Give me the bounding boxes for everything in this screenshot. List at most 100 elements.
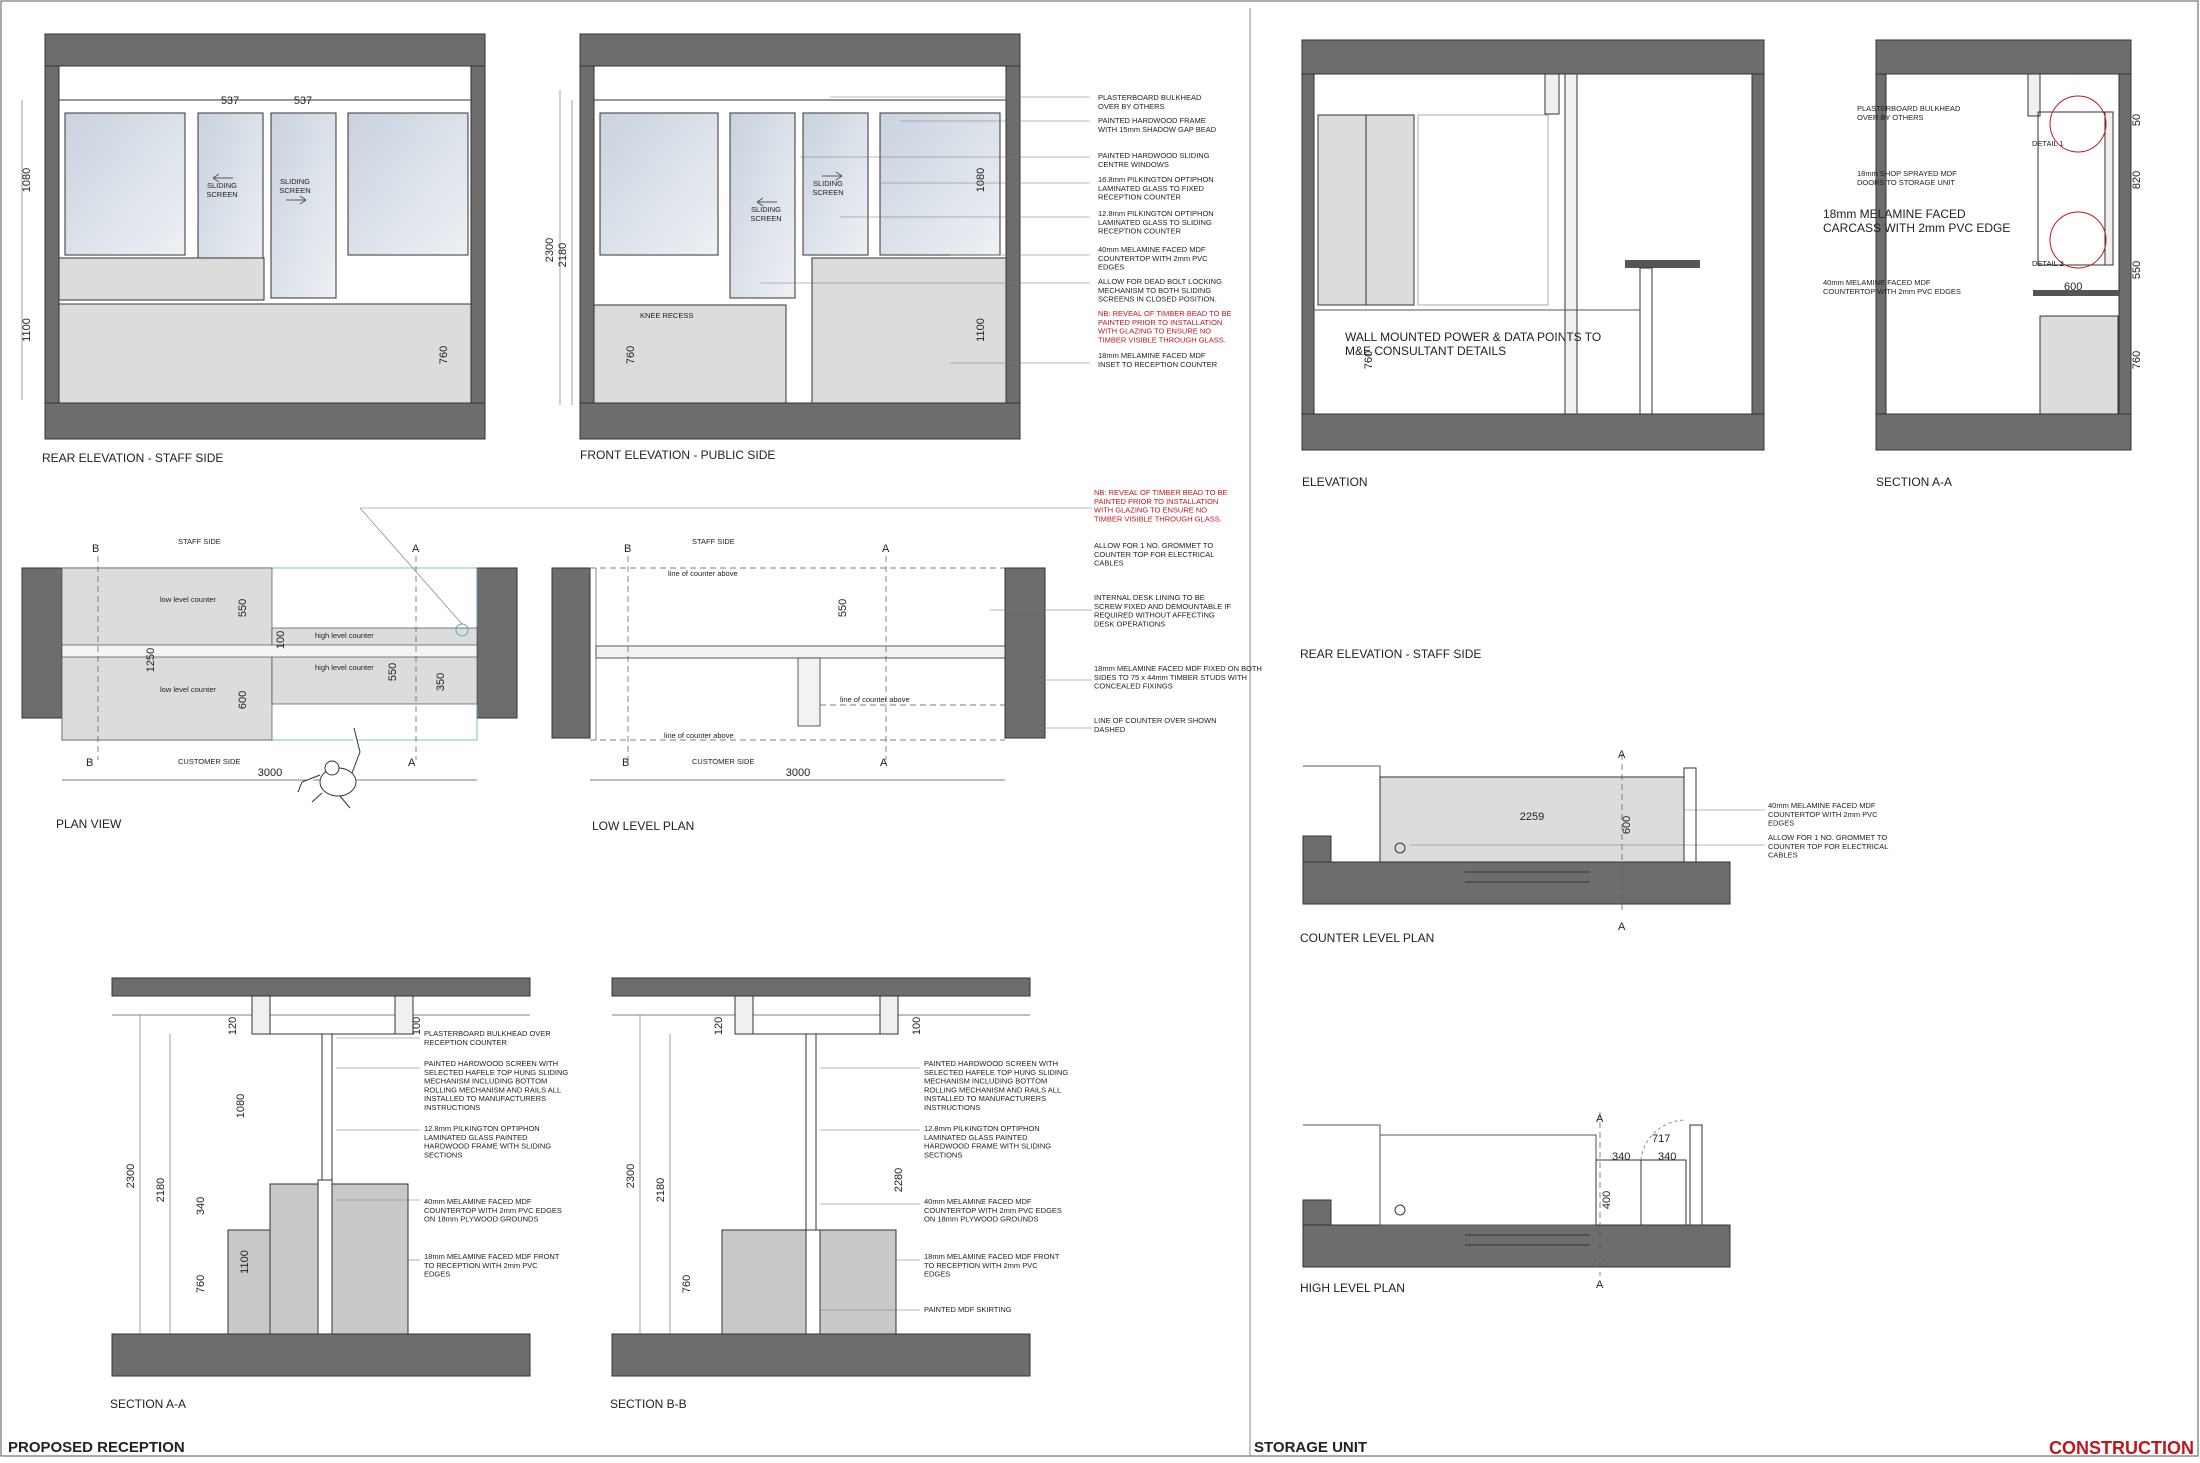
detail-2-circle-icon — [2049, 211, 2107, 269]
rear-glass-3 — [270, 112, 337, 299]
front-bulkhead — [579, 33, 1021, 67]
sbb-bulkhead-left — [734, 995, 754, 1035]
right-arrow-icon — [286, 195, 307, 205]
ssa-detail-1: DETAIL 1 — [2032, 139, 2064, 148]
se-partition — [1564, 73, 1578, 415]
se-floor — [1301, 413, 1765, 451]
front-floor — [579, 402, 1021, 440]
saa-dim-1080: 1080 — [235, 1094, 247, 1118]
se-counter-post — [1639, 267, 1653, 415]
rear-counter-upper — [58, 257, 265, 301]
counter-level-plan-title: COUNTER LEVEL PLAN — [1300, 931, 1434, 945]
front-glass-4 — [879, 112, 1001, 256]
ssa-base-unit — [2039, 315, 2119, 415]
llp-section-b-bottom: B — [622, 757, 629, 769]
hlp-pier — [1302, 1199, 1332, 1226]
hlp-floor-slab — [1302, 1224, 1731, 1268]
storage-rear-title: REAR ELEVATION - STAFF SIDE — [1300, 647, 1481, 661]
sbb-floor — [611, 1333, 1031, 1377]
clp-section-top: A — [1618, 749, 1626, 761]
rear-bulkhead — [44, 33, 486, 67]
rear-glass-4 — [347, 112, 469, 256]
front-elevation-title: FRONT ELEVATION - PUBLIC SIDE — [580, 448, 775, 462]
llp-counter-above-2: line of counter above — [840, 695, 910, 704]
saa-dim-1100: 1100 — [239, 1250, 251, 1274]
rear-floor — [44, 402, 486, 440]
ssa-door — [2104, 111, 2114, 266]
ssa-wall-left — [1875, 73, 1887, 415]
plan-wall-left — [21, 567, 63, 719]
low-level-plan-title: LOW LEVEL PLAN — [592, 819, 694, 833]
ssa-dim-50: 50 — [2131, 114, 2143, 126]
sbb-stud — [805, 1229, 821, 1335]
section-a-top: A — [412, 543, 420, 555]
dim-1100: 1100 — [975, 318, 987, 342]
plan-view-title: PLAN VIEW — [56, 817, 122, 831]
dim-600: 600 — [237, 691, 249, 709]
construction-status: CONSTRUCTION — [2049, 1438, 2194, 1458]
se-wall-right — [1751, 73, 1765, 415]
saa-high-counter — [269, 1183, 409, 1335]
clp-pier — [1302, 835, 1332, 863]
sbb-ceiling — [611, 977, 1031, 997]
ssa-detail-2: DETAIL 2 — [2032, 259, 2064, 268]
dim-2180: 2180 — [557, 243, 569, 267]
saa-stud — [317, 1179, 333, 1335]
dim-350: 350 — [435, 673, 447, 691]
sbb-dim-760: 760 — [681, 1275, 693, 1293]
sbb-screen — [805, 1033, 817, 1231]
llp-wall-right — [1004, 567, 1046, 739]
rear-counter-lower — [58, 303, 472, 404]
clp-dim-600: 600 — [1621, 816, 1633, 834]
dim-1080: 1080 — [21, 168, 33, 192]
hlp-door-swing — [1640, 1119, 1687, 1161]
front-glass-3 — [802, 112, 869, 256]
low-counter-label-1: low level counter — [160, 595, 216, 604]
saa-dim-100: 100 — [411, 1017, 423, 1035]
llp-pier — [797, 657, 821, 727]
ssa-floor — [1875, 413, 2132, 451]
plan-wall-right — [476, 567, 518, 719]
saa-low-counter — [227, 1229, 271, 1335]
llp-staff-side: STAFF SIDE — [692, 537, 735, 546]
customer-side-label: CUSTOMER SIDE — [178, 757, 240, 766]
hlp-dim-340-a: 340 — [1612, 1151, 1630, 1163]
plan-screen-line — [61, 644, 478, 658]
llp-screen-line — [595, 645, 1006, 659]
dim-550: 550 — [237, 599, 249, 617]
sbb-note-skirting: PAINTED MDF SKIRTING — [924, 1305, 1012, 1314]
rear-elevation-title: REAR ELEVATION - STAFF SIDE — [42, 451, 223, 465]
knee-recess-label: KNEE RECESS — [640, 311, 693, 320]
storage-unit-title: STORAGE UNIT — [1254, 1439, 1367, 1456]
ssa-dim-820: 820 — [2131, 171, 2143, 189]
saa-dim-340: 340 — [195, 1197, 207, 1215]
dim-550: 550 — [387, 663, 399, 681]
low-level-plan: STAFF SIDE CUSTOMER SIDE line of counter… — [551, 488, 1262, 833]
sbb-bulkhead-right — [879, 995, 899, 1035]
rear-glass-1 — [64, 112, 186, 256]
dim-760: 760 — [438, 346, 450, 364]
